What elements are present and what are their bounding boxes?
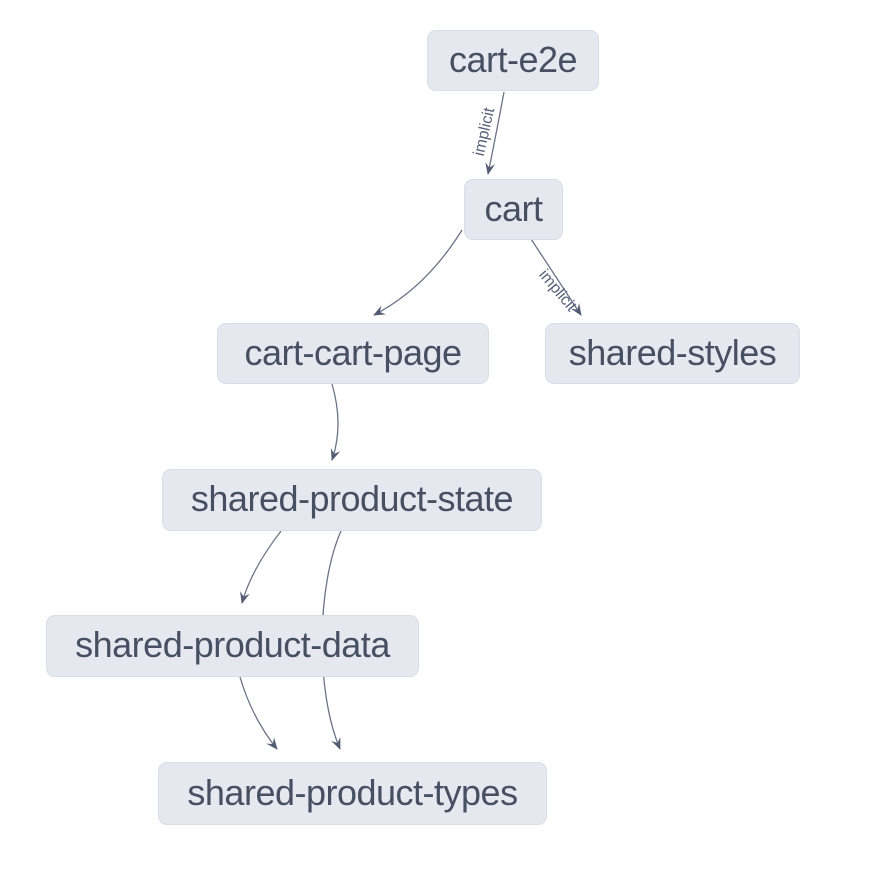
graph-node-shared-product-types[interactable]: shared-product-types <box>158 762 547 825</box>
graph-node-shared-product-state[interactable]: shared-product-state <box>162 469 542 531</box>
edge-shared-product-data-to-shared-product-types <box>239 676 278 750</box>
node-label: shared-styles <box>568 331 777 373</box>
edge-cart-e2e-to-cart <box>485 91 505 175</box>
node-label: cart-e2e <box>448 38 578 80</box>
edge-cart-to-cart-cart-page <box>373 229 463 316</box>
node-label: cart <box>484 187 543 229</box>
node-label: shared-product-data <box>75 624 390 665</box>
graph-node-cart-cart-page[interactable]: cart-cart-page <box>217 323 489 384</box>
node-label: shared-product-types <box>187 771 518 813</box>
node-label: cart-cart-page <box>244 331 462 373</box>
node-label: shared-product-state <box>190 478 514 519</box>
edge-cart-cart-page-to-shared-product-state <box>330 383 341 461</box>
graph-node-cart-e2e[interactable]: cart-e2e <box>427 30 599 91</box>
graph-node-shared-product-data[interactable]: shared-product-data <box>46 615 419 677</box>
graph-node-shared-styles[interactable]: shared-styles <box>545 323 800 384</box>
graph-node-cart[interactable]: cart <box>464 179 563 240</box>
edge-shared-product-state-to-shared-product-data <box>240 530 282 604</box>
edge-cart-to-shared-styles <box>530 238 582 316</box>
